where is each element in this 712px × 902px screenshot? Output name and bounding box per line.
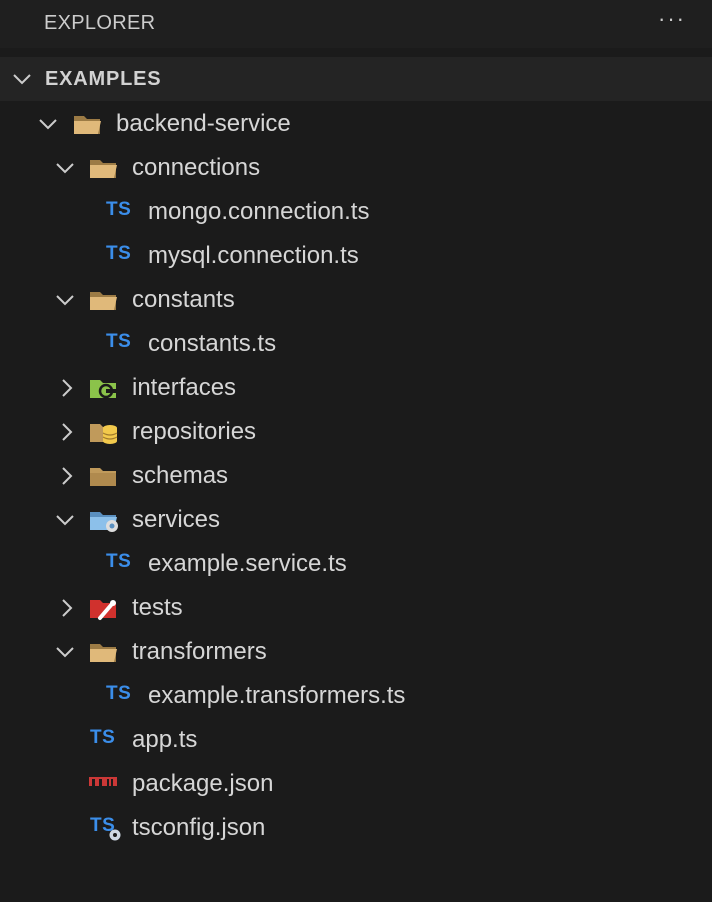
tree-item-label: transformers [132,638,267,665]
folder-closed-icon [88,462,120,490]
tree-item-repositories[interactable]: repositories [0,410,712,454]
database-folder-icon [88,418,120,446]
tree-item-package-json[interactable]: package.json [0,762,712,806]
tree-item-example-transformers[interactable]: TS example.transformers.ts [0,674,712,718]
tree-item-label: constants.ts [148,330,277,357]
folder-open-icon [88,154,120,182]
tree-item-label: interfaces [132,374,237,401]
tree-item-label: services [132,506,221,533]
tree-item-backend-service[interactable]: backend-service [0,102,712,146]
chevron-down-icon [38,115,58,133]
folder-open-icon [88,638,120,666]
tree-item-label: mongo.connection.ts [148,198,370,225]
more-actions-button[interactable]: ··· [658,6,686,31]
typescript-file-icon: TS [106,551,132,572]
tree-item-constants[interactable]: constants [0,278,712,322]
tree-item-label: mysql.connection.ts [148,242,359,269]
typescript-file-icon: TS [90,727,116,748]
chevron-right-icon [57,423,77,441]
folder-open-icon [72,110,104,138]
gear-icon [108,828,122,847]
interfaces-folder-icon [88,374,120,402]
chevron-right-icon [57,467,77,485]
typescript-file-icon: TS [106,243,132,264]
tree-item-interfaces[interactable]: interfaces [0,366,712,410]
npm-icon [88,775,120,803]
chevron-down-icon [55,511,75,529]
tree-item-label: connections [132,154,261,181]
tree-item-label: app.ts [132,726,198,753]
chevron-down-icon [12,71,32,92]
folder-open-icon [88,286,120,314]
tests-folder-icon [88,594,120,622]
tree-item-label: repositories [132,418,257,445]
tree-item-label: schemas [132,462,229,489]
chevron-right-icon [57,379,77,397]
tree-item-mysql-connection[interactable]: TS mysql.connection.ts [0,234,712,278]
chevron-down-icon [55,159,75,177]
typescript-file-icon: TS [106,683,132,704]
services-folder-icon [88,506,120,534]
tree-item-label: package.json [132,770,274,797]
chevron-right-icon [57,599,77,617]
tree-item-label: tsconfig.json [132,814,266,841]
chevron-down-icon [55,291,75,309]
tree-item-label: constants [132,286,235,313]
tree-item-schemas[interactable]: schemas [0,454,712,498]
tree-item-label: backend-service [116,110,291,137]
workspace-section-header[interactable]: EXAMPLES [0,57,712,101]
tree-item-services[interactable]: services [0,498,712,542]
tree-item-label: example.transformers.ts [148,682,406,709]
typescript-file-icon: TS [106,331,132,352]
explorer-header: EXPLORER ··· [0,0,712,48]
tree-item-tests[interactable]: tests [0,586,712,630]
tree-item-example-service[interactable]: TS example.service.ts [0,542,712,586]
tree-item-tsconfig-json[interactable]: TS tsconfig.json [0,806,712,850]
explorer-title: EXPLORER [44,12,156,34]
tree-item-label: example.service.ts [148,550,347,577]
workspace-section-label: EXAMPLES [45,68,162,90]
tree-item-transformers[interactable]: transformers [0,630,712,674]
tree-item-app-ts[interactable]: TS app.ts [0,718,712,762]
tsconfig-icon: TS [90,815,116,836]
tree-item-label: tests [132,594,183,621]
tree-item-constants-ts[interactable]: TS constants.ts [0,322,712,366]
chevron-down-icon [55,643,75,661]
tree-item-mongo-connection[interactable]: TS mongo.connection.ts [0,190,712,234]
typescript-file-icon: TS [106,199,132,220]
tree-item-connections[interactable]: connections [0,146,712,190]
